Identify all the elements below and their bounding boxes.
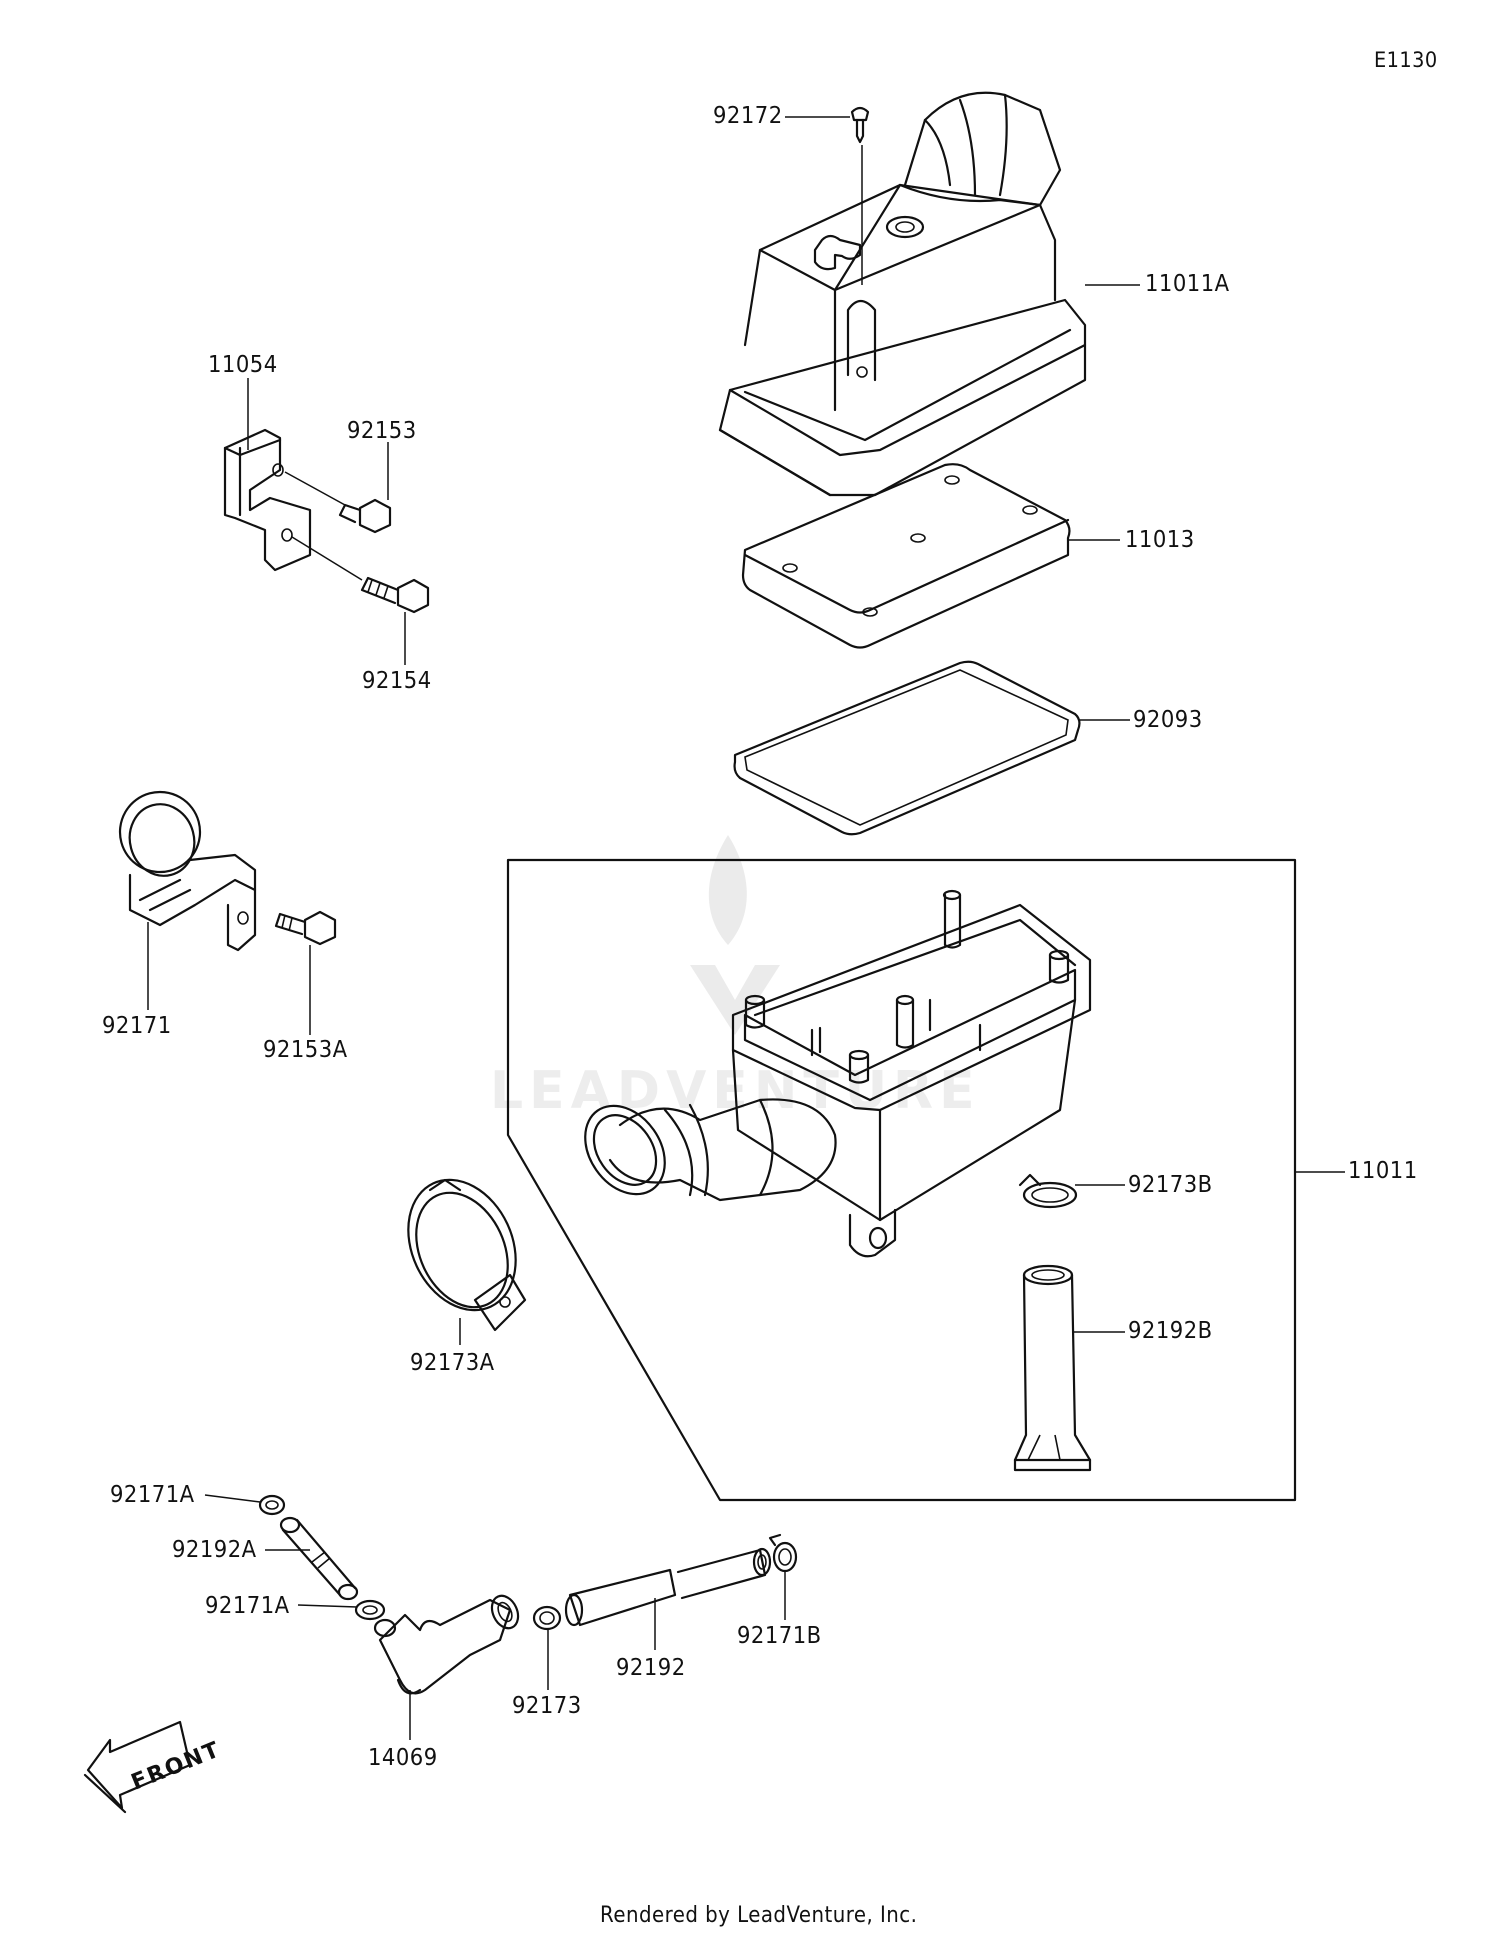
- part-label-92173B: 92173B: [1128, 1172, 1213, 1198]
- clamp-92173: [532, 1605, 562, 1631]
- hose-92192: [564, 1547, 772, 1627]
- footer-credit: Rendered by LeadVenture, Inc.: [600, 1903, 918, 1928]
- bracket-11054: [223, 428, 312, 572]
- hose-92192A: [279, 1516, 359, 1601]
- part-label-11011: 11011: [1348, 1158, 1418, 1184]
- part-label-92173A: 92173A: [410, 1350, 495, 1376]
- clamp-92173B: [1018, 1173, 1078, 1209]
- part-label-92192: 92192: [616, 1655, 686, 1681]
- bolt-92154: [360, 576, 430, 614]
- drain-tube-92192B: [1013, 1264, 1092, 1472]
- watermark-text: LEADVENTURE: [490, 1061, 981, 1121]
- part-label-92192B: 92192B: [1128, 1318, 1213, 1344]
- watermark-logo: [690, 835, 780, 1035]
- part-label-92153A: 92153A: [263, 1037, 348, 1063]
- part-label-92171: 92171: [102, 1013, 172, 1039]
- front-arrow-badge: [83, 1720, 192, 1814]
- part-label-92093: 92093: [1133, 707, 1203, 733]
- gasket-92093: [733, 660, 1081, 836]
- strap-bracket-92171: [118, 790, 257, 952]
- part-label-11011A: 11011A: [1145, 271, 1230, 297]
- t-fitting-14069: [373, 1594, 520, 1695]
- air-cleaner-cover-11011A: [718, 91, 1087, 497]
- part-label-92171B: 92171B: [737, 1623, 822, 1649]
- air-cleaner-housing-11011: [584, 889, 1092, 1258]
- part-label-92173: 92173: [512, 1693, 582, 1719]
- part-label-11013: 11013: [1125, 527, 1195, 553]
- clamp-92171B: [768, 1533, 798, 1573]
- bolt-92153: [338, 498, 392, 534]
- screw-92172: [850, 106, 870, 144]
- part-label-92154: 92154: [362, 668, 432, 694]
- part-label-11054: 11054: [208, 352, 278, 378]
- front-label: FRONT: [128, 1737, 225, 1795]
- clamp-92171A-bottom: [354, 1599, 386, 1621]
- clamp-92171A-top: [258, 1494, 286, 1516]
- part-label-14069: 14069: [368, 1745, 438, 1771]
- part-label-92153: 92153: [347, 418, 417, 444]
- bolt-92153A: [274, 910, 337, 946]
- leader-lines: [147, 116, 1345, 1740]
- part-label-92172: 92172: [713, 103, 783, 129]
- hose-clamp-92173A: [407, 1178, 527, 1332]
- air-filter-element-11013: [741, 463, 1071, 649]
- housing-callout-box: [506, 858, 1297, 1502]
- part-label-92171A-bottom: 92171A: [205, 1593, 290, 1619]
- diagram-reference-code: E1130: [1374, 48, 1438, 72]
- part-label-92192A: 92192A: [172, 1537, 257, 1563]
- part-label-92171A-top: 92171A: [110, 1482, 195, 1508]
